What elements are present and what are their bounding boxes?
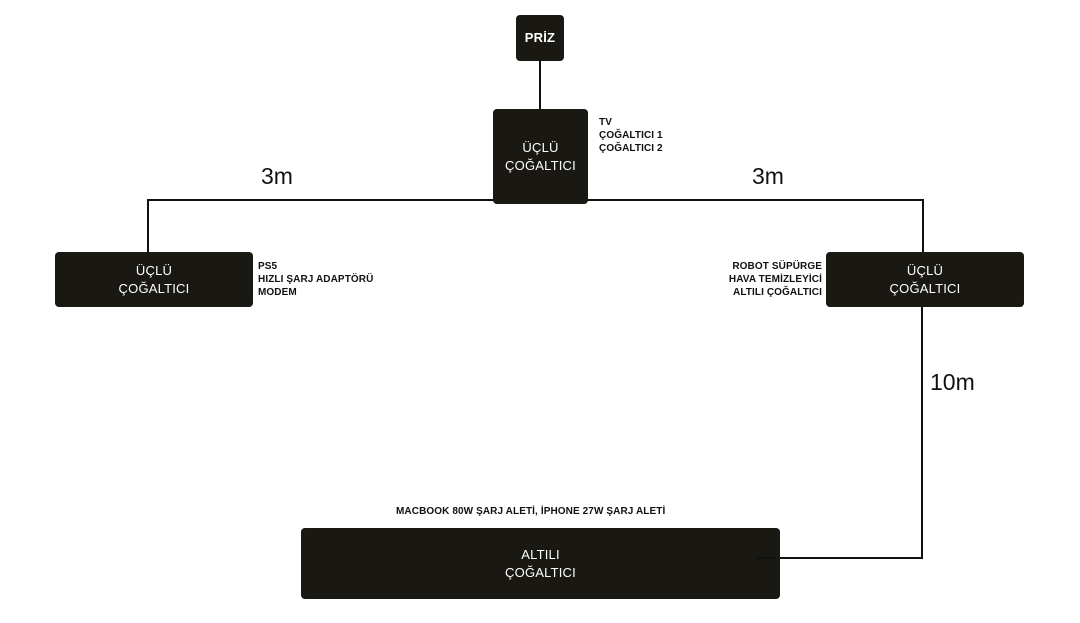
right-splitter-label-line2: ÇOĞALTICI (889, 280, 961, 296)
left-device-3: MODEM (258, 287, 297, 298)
socket-box: PRİZ (516, 15, 564, 61)
bottom-splitter-label-line1: ALTILI (521, 546, 560, 562)
cable-top-to-left (147, 199, 496, 256)
left-splitter-label-line1: ÜÇLÜ (135, 262, 173, 278)
left-device-2: HIZLI ŞARJ ADAPTÖRÜ (258, 274, 374, 285)
distance-vertical: 10m (930, 369, 975, 395)
bottom-connector-stub (756, 557, 776, 559)
cable-top-to-right (586, 199, 924, 256)
right-splitter-label-line1: ÜÇLÜ (906, 262, 944, 278)
distance-right: 3m (752, 163, 784, 189)
top-device-3: ÇOĞALTICI 2 (599, 143, 663, 154)
socket-label: PRİZ (524, 30, 556, 45)
top-splitter-label-line1: ÜÇLÜ (522, 139, 559, 155)
top-device-2: ÇOĞALTICI 1 (599, 130, 663, 141)
cable-right-to-bottom (756, 306, 923, 559)
left-device-1: PS5 (258, 261, 278, 272)
right-splitter-devices: ROBOT SÜPÜRGE HAVA TEMİZLEYİCİ ALTILI ÇO… (729, 260, 822, 299)
right-device-2: HAVA TEMİZLEYİCİ (728, 274, 822, 285)
left-splitter-label-line2: ÇOĞALTICI (118, 280, 190, 296)
top-device-1: TV (599, 117, 612, 128)
bottom-six-way-splitter: ALTILI ÇOĞALTICI (301, 528, 780, 599)
bottom-splitter-label-line2: ÇOĞALTICI (505, 564, 576, 580)
top-splitter-label-line2: ÇOĞALTICI (505, 157, 576, 173)
right-device-3: ALTILI ÇOĞALTICI (733, 287, 822, 298)
top-triple-splitter: ÜÇLÜ ÇOĞALTICI (493, 109, 588, 204)
distance-left: 3m (261, 163, 293, 189)
bottom-splitter-devices: MACBOOK 80W ŞARJ ALETİ, İPHONE 27W ŞARJ … (396, 505, 665, 518)
right-triple-splitter: ÜÇLÜ ÇOĞALTICI (826, 252, 1024, 307)
right-device-1: ROBOT SÜPÜRGE (732, 261, 822, 272)
bottom-devices-text: MACBOOK 80W ŞARJ ALETİ, İPHONE 27W ŞARJ … (396, 506, 666, 517)
left-triple-splitter: ÜÇLÜ ÇOĞALTICI (55, 252, 253, 307)
left-splitter-devices: PS5 HIZLI ŞARJ ADAPTÖRÜ MODEM (258, 260, 373, 299)
top-splitter-devices: TV ÇOĞALTICI 1 ÇOĞALTICI 2 (599, 116, 663, 155)
